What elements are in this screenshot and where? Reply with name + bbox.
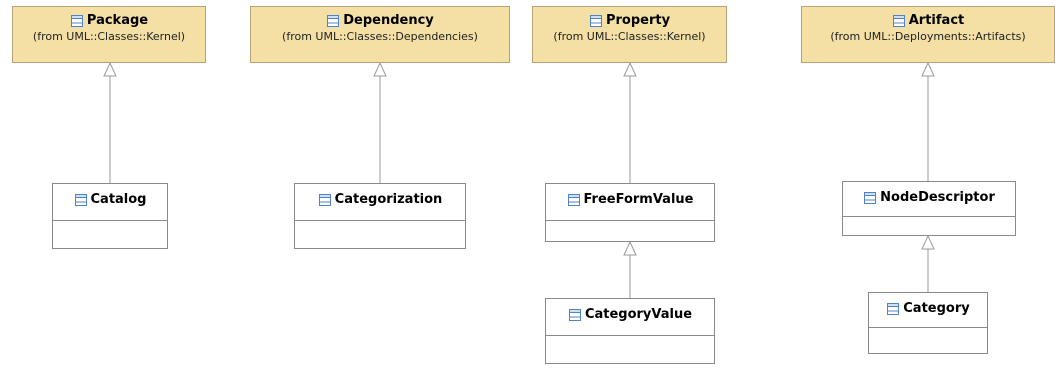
class-categoryvalue[interactable]: CategoryValue — [545, 298, 715, 364]
compartment-divider — [53, 220, 167, 221]
generalization-arrowhead — [921, 234, 935, 250]
class-name: Catalog — [90, 192, 147, 207]
class-namespace: (from UML::Classes::Kernel) — [32, 30, 186, 43]
class-property[interactable]: Property (from UML::Classes::Kernel) — [532, 6, 727, 63]
class-name: Package — [86, 13, 149, 28]
compartment-divider — [843, 216, 1015, 217]
class-icon — [567, 193, 581, 207]
class-namespace: (from UML::Deployments::Artifacts) — [830, 30, 1026, 43]
compartment-divider — [546, 335, 714, 336]
class-icon — [886, 302, 900, 316]
class-icon — [318, 193, 332, 207]
class-name: Artifact — [908, 13, 965, 28]
class-icon — [74, 193, 88, 207]
class-icon — [326, 14, 340, 28]
class-icon — [863, 191, 877, 205]
compartment-divider — [869, 327, 987, 328]
class-icon — [589, 14, 603, 28]
class-nodedescriptor[interactable]: NodeDescriptor — [842, 181, 1016, 236]
class-freeformvalue[interactable]: FreeFormValue — [545, 183, 715, 242]
class-icon — [70, 14, 84, 28]
class-catalog[interactable]: Catalog — [52, 183, 168, 249]
class-name: Categorization — [334, 192, 443, 207]
class-name: Category — [903, 301, 970, 316]
class-name: NodeDescriptor — [880, 190, 995, 205]
class-package[interactable]: Package (from UML::Classes::Kernel) — [12, 6, 206, 63]
class-namespace: (from UML::Classes::Kernel) — [553, 30, 706, 43]
class-name: Property — [605, 13, 671, 28]
class-categorization[interactable]: Categorization — [294, 183, 466, 249]
class-name: CategoryValue — [584, 307, 693, 322]
class-dependency[interactable]: Dependency (from UML::Classes::Dependenc… — [250, 6, 510, 63]
generalization-arrowhead — [623, 61, 637, 77]
compartment-divider — [295, 220, 465, 221]
class-artifact[interactable]: Artifact (from UML::Deployments::Artifac… — [801, 6, 1055, 63]
class-name: FreeFormValue — [583, 192, 694, 207]
class-name: Dependency — [343, 13, 434, 28]
generalization-arrowhead — [103, 61, 117, 77]
generalization-arrowhead — [921, 61, 935, 77]
class-icon — [568, 308, 582, 322]
generalization-arrowhead — [623, 240, 637, 256]
compartment-divider — [546, 220, 714, 221]
class-icon — [892, 14, 906, 28]
class-category[interactable]: Category — [868, 292, 988, 354]
generalization-arrowhead — [373, 61, 387, 77]
class-namespace: (from UML::Classes::Dependencies) — [282, 30, 478, 43]
